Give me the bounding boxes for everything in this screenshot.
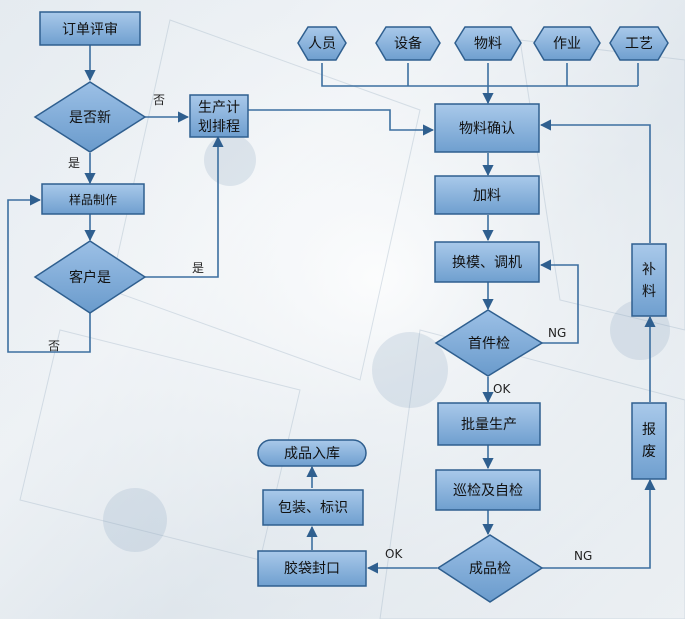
node-operation-label: 作业 xyxy=(553,36,581,52)
node-staff-label: 人员 xyxy=(308,36,336,52)
node-is-new: 是否新 xyxy=(33,81,147,153)
label-ok-first: OK xyxy=(493,382,511,396)
edge-customer-to-plan xyxy=(145,135,224,278)
node-order-review: 订单评审 xyxy=(39,11,141,46)
node-glue-seal: 胶袋封口 xyxy=(257,550,367,587)
node-pack-label-label: 包装、标识 xyxy=(278,500,348,516)
node-mold-change-label: 换模、调机 xyxy=(452,254,522,271)
label-yes-customer: 是 xyxy=(192,261,204,275)
node-first-article: 首件检 xyxy=(434,309,544,377)
node-customer-ok-label: 客户是 xyxy=(69,269,111,286)
node-is-new-label: 是否新 xyxy=(69,110,111,126)
edge-labels: 否 是 是 否 NG OK OK NG xyxy=(48,93,592,563)
node-equipment: 设备 xyxy=(375,26,441,61)
node-replenish: 补 料 xyxy=(631,243,667,317)
node-scrap-line2: 废 xyxy=(642,444,656,460)
node-mass-production: 批量生产 xyxy=(437,402,541,446)
node-operation: 作业 xyxy=(533,26,601,61)
node-production-plan: 生产计 划排程 xyxy=(189,94,249,138)
label-yes-new: 是 xyxy=(68,156,80,170)
edge-plan-to-confirm xyxy=(248,109,435,136)
label-no-new: 否 xyxy=(153,93,165,107)
node-process-label: 工艺 xyxy=(625,36,653,52)
node-sample-making-label: 样品制作 xyxy=(69,192,117,207)
node-material-confirm: 物料确认 xyxy=(434,103,540,153)
edges xyxy=(7,45,656,574)
node-customer-ok: 客户是 xyxy=(33,240,147,314)
node-order-review-label: 订单评审 xyxy=(62,22,118,38)
node-warehouse-label: 成品入库 xyxy=(284,446,340,462)
edge-staff-bus xyxy=(321,63,638,87)
node-mass-production-label: 批量生产 xyxy=(461,417,517,433)
node-feeding-label: 加料 xyxy=(473,188,501,204)
node-material-label: 物料 xyxy=(474,36,502,52)
node-warehouse: 成品入库 xyxy=(257,439,367,467)
node-material-confirm-label: 物料确认 xyxy=(459,121,515,137)
edge-final-to-scrap xyxy=(542,478,656,569)
node-staff: 人员 xyxy=(297,26,347,61)
label-ng-final: NG xyxy=(574,549,592,563)
label-ok-final: OK xyxy=(385,547,403,561)
node-final-inspection-label: 成品检 xyxy=(469,561,511,577)
node-equipment-label: 设备 xyxy=(394,35,422,52)
node-feeding: 加料 xyxy=(434,175,540,215)
edge-customer-no-loop xyxy=(7,194,91,353)
node-scrap-line1: 报 xyxy=(642,422,656,438)
label-no-customer: 否 xyxy=(48,339,60,353)
node-replenish-line1: 补 xyxy=(642,262,656,278)
node-material: 物料 xyxy=(454,26,522,61)
node-replenish-line2: 料 xyxy=(642,284,656,300)
node-sample-making: 样品制作 xyxy=(41,183,145,215)
node-final-inspection: 成品检 xyxy=(436,534,544,603)
node-patrol-inspection-label: 巡检及自检 xyxy=(453,483,523,499)
edge-first-ng xyxy=(539,259,579,344)
edge-replenish-to-confirm xyxy=(539,119,651,243)
node-production-plan-line2: 划排程 xyxy=(198,119,240,135)
node-production-plan-line1: 生产计 xyxy=(198,100,240,116)
node-patrol-inspection: 巡检及自检 xyxy=(435,469,541,511)
node-mold-change: 换模、调机 xyxy=(434,241,540,283)
label-ng-first: NG xyxy=(548,326,566,340)
node-process: 工艺 xyxy=(609,26,669,61)
node-scrap: 报 废 xyxy=(631,402,667,480)
node-pack-label: 包装、标识 xyxy=(262,489,364,526)
node-first-article-label: 首件检 xyxy=(468,336,510,352)
node-glue-seal-label: 胶袋封口 xyxy=(284,560,340,577)
